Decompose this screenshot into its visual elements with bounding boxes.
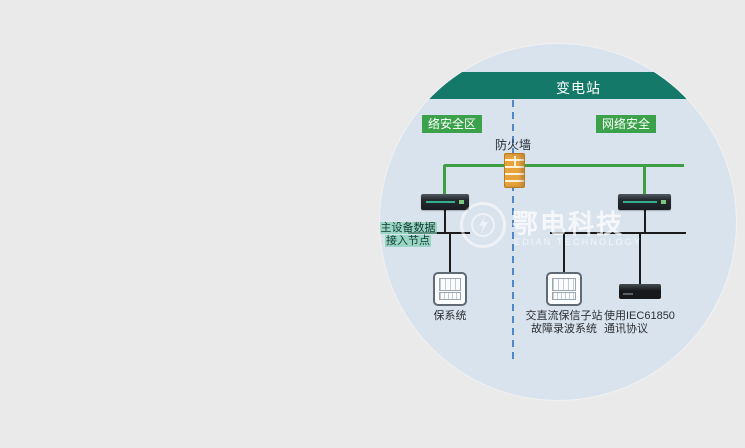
caption-left: 保系统 bbox=[418, 310, 482, 323]
access-node-label-line1: 主设备数据 bbox=[380, 222, 437, 234]
caption-right: 使用IEC61850 通讯协议 bbox=[604, 310, 694, 336]
substation-header-band: 变电站 bbox=[380, 72, 736, 99]
device-terminals bbox=[439, 292, 461, 300]
device-faceplate bbox=[552, 278, 576, 291]
black-bus-left bbox=[408, 232, 470, 234]
zone-label-left: 络安全区 bbox=[422, 115, 483, 133]
black-drop-middle-device bbox=[563, 232, 565, 272]
caption-middle-line2: 故障录波系统 bbox=[531, 323, 597, 335]
caption-middle-line1: 交直流保信子站 bbox=[525, 310, 603, 322]
network-switch-icon-left bbox=[421, 194, 469, 210]
access-node-label: 主设备数据 接入节点 bbox=[380, 222, 442, 248]
black-bus-right bbox=[550, 232, 686, 234]
black-drop-gateway bbox=[639, 232, 641, 284]
device-terminals bbox=[552, 292, 576, 300]
watermark-subtitle: EDIAN TECHNOLOGY bbox=[514, 237, 643, 247]
caption-right-line2: 通讯协议 bbox=[604, 323, 648, 335]
watermark-name: 鄂电科技 bbox=[512, 209, 625, 239]
protection-device-icon-middle bbox=[546, 272, 582, 306]
firewall-icon bbox=[504, 153, 525, 188]
caption-left-line1: 保系统 bbox=[433, 310, 467, 322]
caption-middle: 交直流保信子站 故障录波系统 bbox=[514, 310, 614, 336]
zone-label-right: 网络安全 bbox=[596, 115, 657, 133]
magnifier-circle: 变电站 络安全区 网络安全 防火墙 主设备数据 接入节点 bbox=[380, 44, 736, 400]
black-drop-left-device bbox=[449, 232, 451, 272]
green-drop-left bbox=[443, 165, 446, 195]
protection-device-icon-left bbox=[433, 272, 467, 306]
network-switch-icon-right bbox=[618, 194, 671, 210]
green-network-bus bbox=[444, 164, 684, 167]
green-drop-right bbox=[643, 165, 646, 195]
access-node-label-line2: 接入节点 bbox=[385, 235, 431, 247]
substation-title: 变电站 bbox=[556, 80, 601, 96]
black-line-left-riser bbox=[444, 210, 446, 232]
security-boundary-dashed-line bbox=[512, 100, 514, 364]
caption-right-line1: 使用IEC61850 bbox=[604, 310, 675, 322]
black-gateway-box-icon bbox=[619, 284, 661, 299]
device-faceplate bbox=[439, 278, 461, 291]
black-line-right-riser bbox=[644, 210, 646, 232]
firewall-label: 防火墙 bbox=[494, 138, 531, 152]
